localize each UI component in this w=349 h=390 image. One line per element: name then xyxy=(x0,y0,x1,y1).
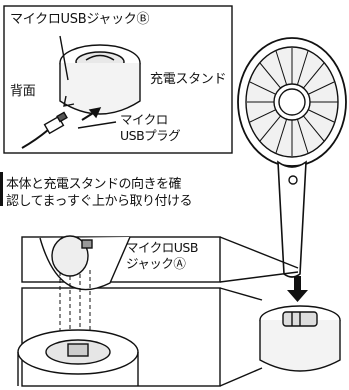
back-label: 背面 xyxy=(10,84,36,99)
usb-plug-drawing xyxy=(21,111,68,149)
instruction-text: 本体と充電スタンドの向きを確 認してまっすぐ上から取り付ける xyxy=(6,177,192,209)
charging-stand-drawing xyxy=(59,44,141,115)
zoom-frame-upper xyxy=(21,236,221,283)
micro-usb-jack-a-label: マイクロUSB ジャックⒶ xyxy=(126,240,198,271)
small-stand-drawing xyxy=(259,305,341,372)
fan-drawing xyxy=(237,37,347,278)
zoom-frame-lower xyxy=(21,287,221,387)
top-panel-frame xyxy=(3,5,233,154)
fan-base-closeup xyxy=(39,235,131,291)
stand-closeup xyxy=(17,329,139,386)
micro-usb-plug-label: マイクロ USBプラグ xyxy=(120,112,181,143)
charging-stand-label: 充電スタンド xyxy=(150,72,227,87)
micro-usb-jack-b-label: マイクロUSBジャックⒷ xyxy=(10,12,150,27)
